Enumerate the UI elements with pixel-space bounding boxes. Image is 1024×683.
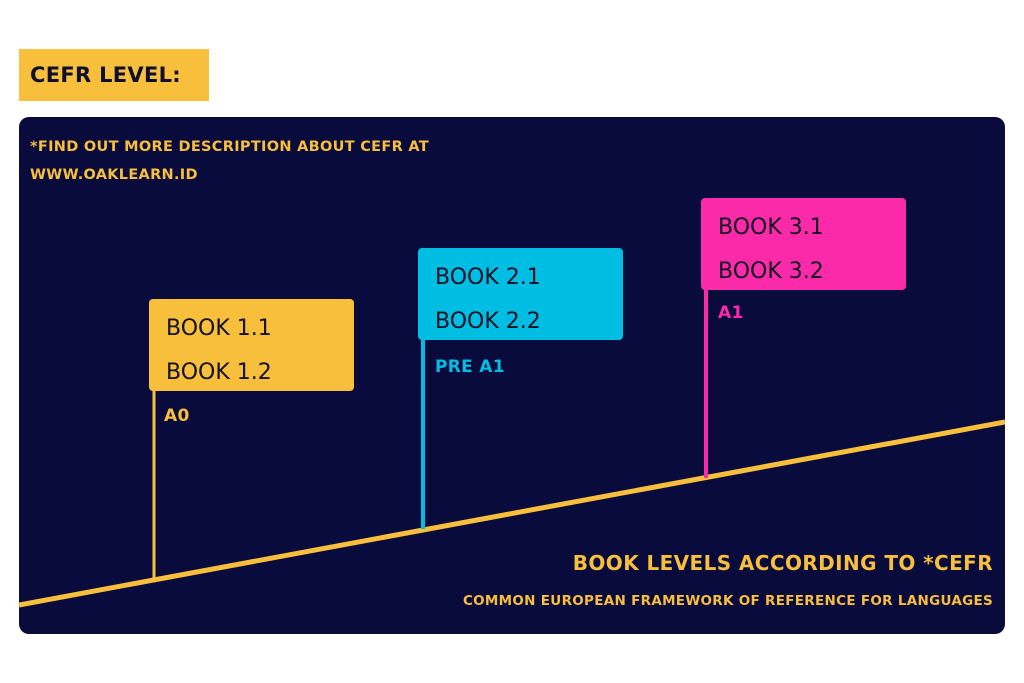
note-line-2: WWW.OAKLEARN.ID <box>30 167 198 183</box>
flag-a1: BOOK 3.1 BOOK 3.2 <box>701 198 906 290</box>
book-label: BOOK 2.2 <box>435 309 541 334</box>
book-label: BOOK 2.1 <box>435 265 541 290</box>
diagram-panel: *FIND OUT MORE DESCRIPTION ABOUT CEFR AT… <box>19 117 1005 634</box>
progression-lines <box>19 290 1005 608</box>
level-label-pre-a1: PRE A1 <box>435 357 505 377</box>
note-line-1: *FIND OUT MORE DESCRIPTION ABOUT CEFR AT <box>30 139 429 155</box>
progression-slope-line <box>19 419 1005 608</box>
book-label: BOOK 1.2 <box>166 360 272 385</box>
level-label-a0: A0 <box>164 406 190 426</box>
caption-subtitle: COMMON EUROPEAN FRAMEWORK OF REFERENCE F… <box>462 593 993 609</box>
flag-a0: BOOK 1.1 BOOK 1.2 <box>149 299 354 391</box>
caption-title: BOOK LEVELS ACCORDING TO *CEFR <box>572 551 993 575</box>
header-badge: CEFR LEVEL: <box>19 49 209 101</box>
book-label: BOOK 3.2 <box>718 259 824 284</box>
book-label: BOOK 3.1 <box>718 215 824 240</box>
flag-pre-a1: BOOK 2.1 BOOK 2.2 <box>418 248 623 340</box>
level-label-a1: A1 <box>718 303 744 323</box>
header-title: CEFR LEVEL: <box>30 63 181 87</box>
book-label: BOOK 1.1 <box>166 316 272 341</box>
